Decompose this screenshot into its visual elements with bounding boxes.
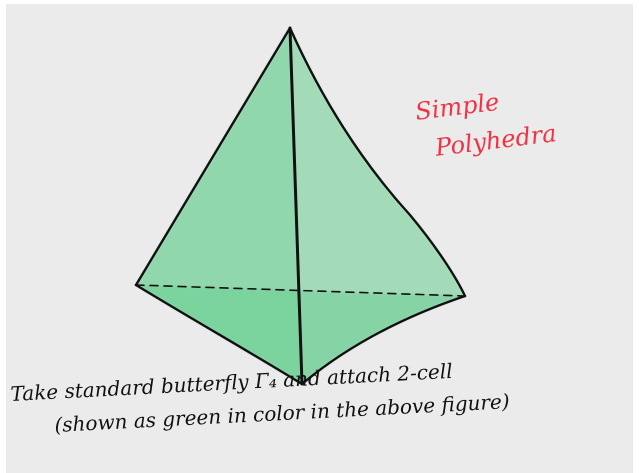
apex-left-edge	[134, 26, 292, 287]
hidden-back-edge	[135, 284, 466, 297]
apex-right-edge	[288, 26, 467, 298]
front-left-base-edge	[134, 283, 304, 386]
apex-front-edge	[288, 26, 304, 386]
front-right-base-edge	[300, 294, 467, 386]
